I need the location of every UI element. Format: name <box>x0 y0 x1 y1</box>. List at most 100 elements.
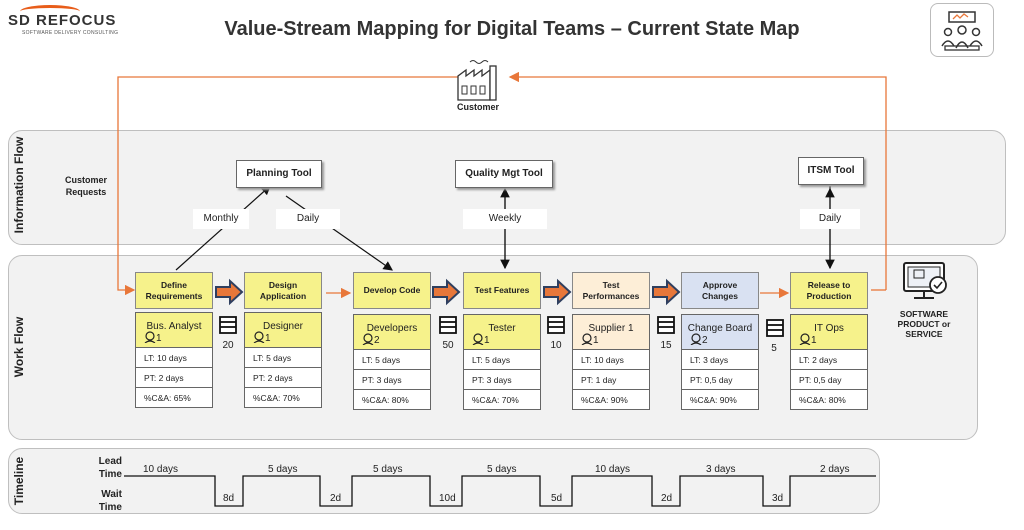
customer-factory-icon <box>457 60 497 101</box>
frequency-monthly: Monthly <box>193 209 249 229</box>
metric-lt: LT: 5 days <box>463 350 541 370</box>
metric-pt: PT: 3 days <box>353 370 431 390</box>
operator-count: 1 <box>799 333 817 346</box>
operator-count-value: 1 <box>265 333 271 344</box>
process-box: Test Performances <box>572 272 650 309</box>
role-name: Bus. Analyst <box>146 321 202 332</box>
operator-icon <box>472 333 484 346</box>
inventory-icon <box>219 316 237 334</box>
lead-time-value: 5 days <box>487 464 517 475</box>
logo-name: SD REFOCUS <box>8 12 117 29</box>
metric-ca: %C&A: 90% <box>681 390 759 410</box>
operator-count: 2 <box>690 333 708 346</box>
operator-count: 1 <box>472 333 490 346</box>
wait-time-value: 10d <box>439 493 456 504</box>
lead-time-value: 5 days <box>373 464 403 475</box>
process-box: Design Application <box>244 272 322 309</box>
operator-count: 1 <box>253 331 271 344</box>
operator-count-value: 1 <box>811 335 817 346</box>
push-arrow-2 <box>432 278 461 306</box>
metric-pt: PT: 2 days <box>135 368 213 388</box>
frequency-weekly: Weekly <box>463 209 547 229</box>
metric-ca: %C&A: 90% <box>572 390 650 410</box>
lead-time-value: 10 days <box>143 464 179 475</box>
wait-time-value: 2d <box>661 493 673 504</box>
process-box: Develop Code <box>353 272 431 309</box>
role-name: Tester <box>488 323 516 334</box>
metric-lt: LT: 2 days <box>790 350 868 370</box>
role-name: Change Board <box>687 323 753 334</box>
inventory-count: 10 <box>550 340 562 351</box>
lead-time-value: 2 days <box>820 464 850 475</box>
planning-tool-box: Planning Tool <box>236 160 322 188</box>
wait-time-value: 2d <box>330 493 342 504</box>
process-box: Release to Production <box>790 272 868 309</box>
process-box: Test Features <box>463 272 541 309</box>
operator-icon <box>362 333 374 346</box>
itsm-tool-box: ITSM Tool <box>798 157 864 185</box>
metric-lt: LT: 10 days <box>572 350 650 370</box>
operator-icon <box>799 333 811 346</box>
wait-time-value: 3d <box>772 493 784 504</box>
customer-requests-label: Customer Requests <box>64 175 107 197</box>
operator-count-value: 2 <box>374 335 380 346</box>
metric-ca: %C&A: 80% <box>353 390 431 410</box>
inventory-icon <box>439 316 457 334</box>
inventory-count: 15 <box>660 340 672 351</box>
metric-pt: PT: 1 day <box>572 370 650 390</box>
metric-ca: %C&A: 80% <box>790 390 868 410</box>
logo-swoosh <box>20 5 80 18</box>
role-name: IT Ops <box>814 323 844 334</box>
operator-count-value: 2 <box>702 335 708 346</box>
push-arrow-3 <box>543 278 572 306</box>
operator-count: 1 <box>581 333 599 346</box>
inventory-count: 20 <box>222 340 234 351</box>
metric-pt: PT: 2 days <box>244 368 322 388</box>
operator-count-value: 1 <box>593 335 599 346</box>
lead-time-label: Lead Time <box>98 456 122 480</box>
frequency-daily-itsm: Daily <box>800 209 860 229</box>
wait-time-value: 5d <box>551 493 563 504</box>
operator-icon <box>144 331 156 344</box>
metric-lt: LT: 5 days <box>353 350 431 370</box>
metric-lt: LT: 5 days <box>244 348 322 368</box>
inventory-icon <box>657 316 675 334</box>
metric-pt: PT: 0,5 day <box>790 370 868 390</box>
push-arrow-4 <box>652 278 681 306</box>
role-name: Developers <box>366 323 418 334</box>
inventory-count: 5 <box>771 343 777 354</box>
lead-time-value: 3 days <box>706 464 736 475</box>
metric-lt: LT: 10 days <box>135 348 213 368</box>
lead-time-value: 5 days <box>268 464 298 475</box>
timeline-band <box>8 448 880 514</box>
operator-icon <box>581 333 593 346</box>
metric-lt: LT: 3 days <box>681 350 759 370</box>
customer-label: Customer <box>456 102 499 112</box>
role-name: Supplier 1 <box>588 323 634 334</box>
process-box: Approve Changes <box>681 272 759 309</box>
timeline-step-line <box>124 475 876 507</box>
process-box: Define Requirements <box>135 272 213 309</box>
quality-mgt-tool-box: Quality Mgt Tool <box>455 160 553 188</box>
metric-ca: %C&A: 70% <box>244 388 322 408</box>
operator-icon <box>690 333 702 346</box>
metric-ca: %C&A: 70% <box>463 390 541 410</box>
inventory-icon <box>547 316 565 334</box>
operator-count-value: 1 <box>156 333 162 344</box>
team-meeting-icon <box>930 3 994 57</box>
operator-count-value: 1 <box>484 335 490 346</box>
wait-time-label: Wait Time <box>98 489 122 513</box>
inventory-count: 50 <box>442 340 454 351</box>
push-arrow-1 <box>215 278 244 306</box>
operator-count: 2 <box>362 333 380 346</box>
metric-ca: %C&A: 65% <box>135 388 213 408</box>
metric-pt: PT: 0,5 day <box>681 370 759 390</box>
operator-count: 1 <box>144 331 162 344</box>
